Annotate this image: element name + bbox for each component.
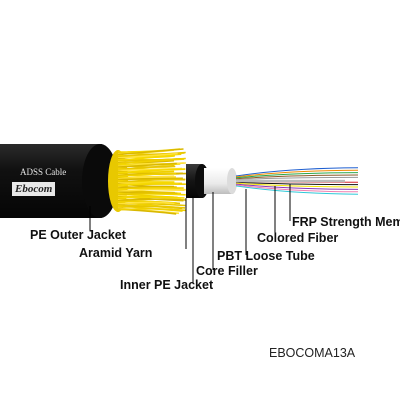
brand-logo: Ebocom (12, 182, 56, 196)
label-colored-fiber: Colored Fiber (257, 231, 339, 245)
pbt-loose-tube (204, 168, 237, 194)
label-frp-strength-member: FRP Strength Membe (292, 215, 400, 229)
leader-lines (89, 184, 291, 283)
aramid-yarn (108, 148, 187, 215)
label-core-filler: Core Filler (196, 264, 258, 278)
label-pe-outer-jacket: PE Outer Jacket (30, 228, 126, 242)
pe-outer-jacket (0, 144, 118, 218)
label-pbt-loose-tube: PBT Loose Tube (217, 249, 315, 263)
image-caption: EBOCOMA13A (269, 346, 356, 360)
cable-print-text: ADSS Cable (20, 167, 67, 177)
label-aramid-yarn: Aramid Yarn (79, 246, 153, 260)
label-inner-pe-jacket: Inner PE Jacket (120, 278, 214, 292)
